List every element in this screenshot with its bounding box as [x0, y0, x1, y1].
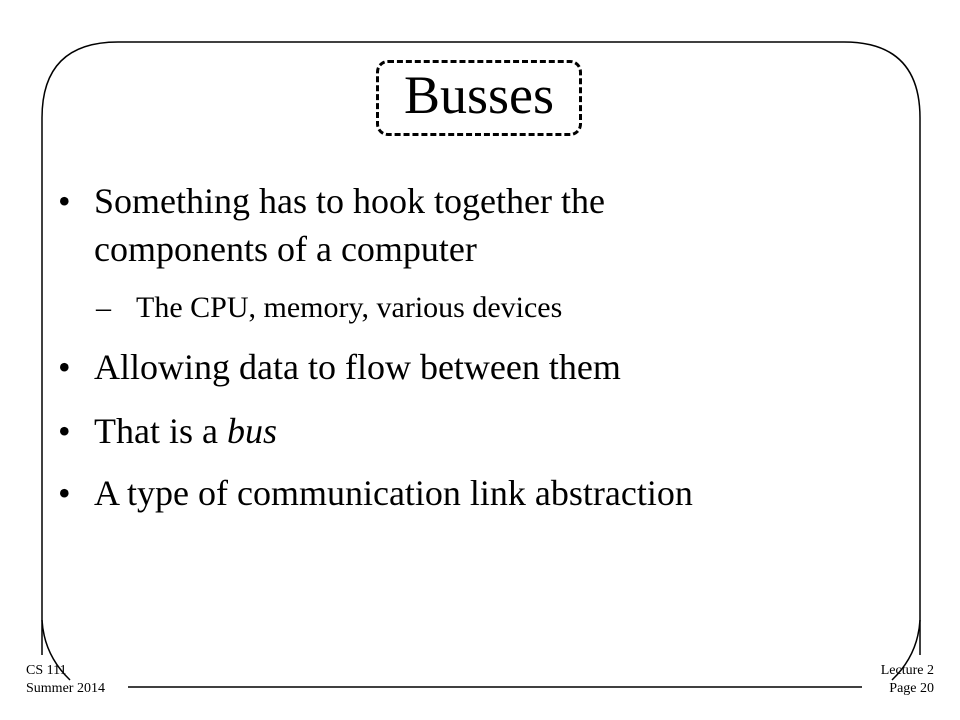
bullet-1-line-2: components of a computer — [94, 229, 477, 269]
frame-bottom-right-arc — [891, 619, 921, 681]
bullet-3-emphasis: bus — [226, 411, 277, 451]
frame-border — [41, 41, 921, 655]
bullet-marker: • — [58, 473, 71, 513]
footer-term: Summer 2014 — [26, 681, 105, 696]
bullet-marker: • — [58, 411, 71, 451]
bullet-3-prefix: That is a — [94, 411, 227, 451]
frame-bottom-left-arc — [41, 619, 71, 681]
footer-course: CS 111 — [26, 663, 67, 678]
subbullet-dash: – — [96, 291, 111, 324]
subbullet-1-text: The CPU, memory, various devices — [136, 291, 563, 324]
footer-page: Page 20 — [889, 681, 934, 696]
slide-title: Busses — [403, 65, 555, 125]
bullet-marker: • — [58, 181, 71, 221]
bullet-1-line-1: Something has to hook together the — [94, 181, 605, 221]
bullet-3-text: That is a bus — [94, 408, 277, 454]
title-box: Busses — [376, 60, 582, 136]
bullet-4-text: A type of communication link abstraction — [94, 473, 693, 513]
bullet-2-text: Allowing data to flow between them — [94, 347, 621, 387]
footer-lecture: Lecture 2 — [880, 663, 934, 678]
bullet-marker: • — [58, 347, 71, 387]
